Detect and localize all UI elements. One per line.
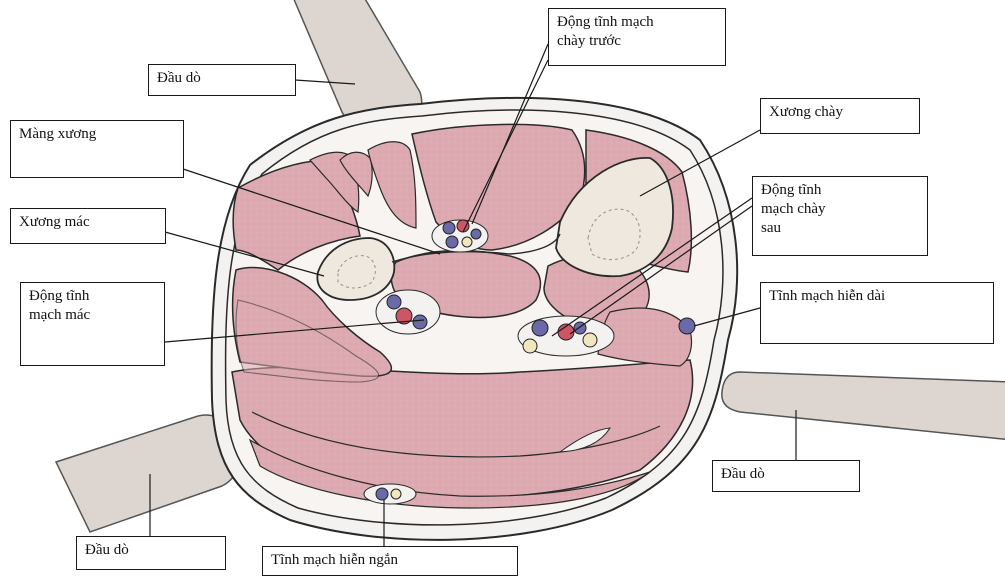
label-periosteum: Màng xương (10, 120, 184, 178)
probe-right (722, 372, 1005, 440)
label-probe-top: Đầu dò (148, 64, 296, 96)
label-probe-right: Đầu dò (712, 460, 860, 492)
label-posterior-tibial-vessels: Động tĩnh mạch chày sau (752, 176, 928, 256)
probe-bottom-left (56, 415, 238, 532)
label-small-saphenous-vein: Tĩnh mạch hiễn ngắn (262, 546, 518, 576)
great-saphenous-vein-mark (679, 318, 695, 334)
label-tibia: Xương chày (760, 98, 920, 134)
label-anterior-tibial-vessels: Động tĩnh mạch chày trước (548, 8, 726, 66)
label-peroneal-vessels: Động tĩnh mạch mác (20, 282, 165, 366)
small-saphenous-vein-mark (364, 484, 416, 504)
label-fibula: Xương mác (10, 208, 166, 244)
posterior-tibial-bundle (518, 316, 614, 356)
peroneal-bundle (376, 290, 440, 334)
anterior-tibial-bundle (432, 220, 488, 252)
label-probe-bottom-left: Đầu dò (76, 536, 226, 570)
label-great-saphenous-vein: Tĩnh mạch hiễn dài (760, 282, 994, 344)
